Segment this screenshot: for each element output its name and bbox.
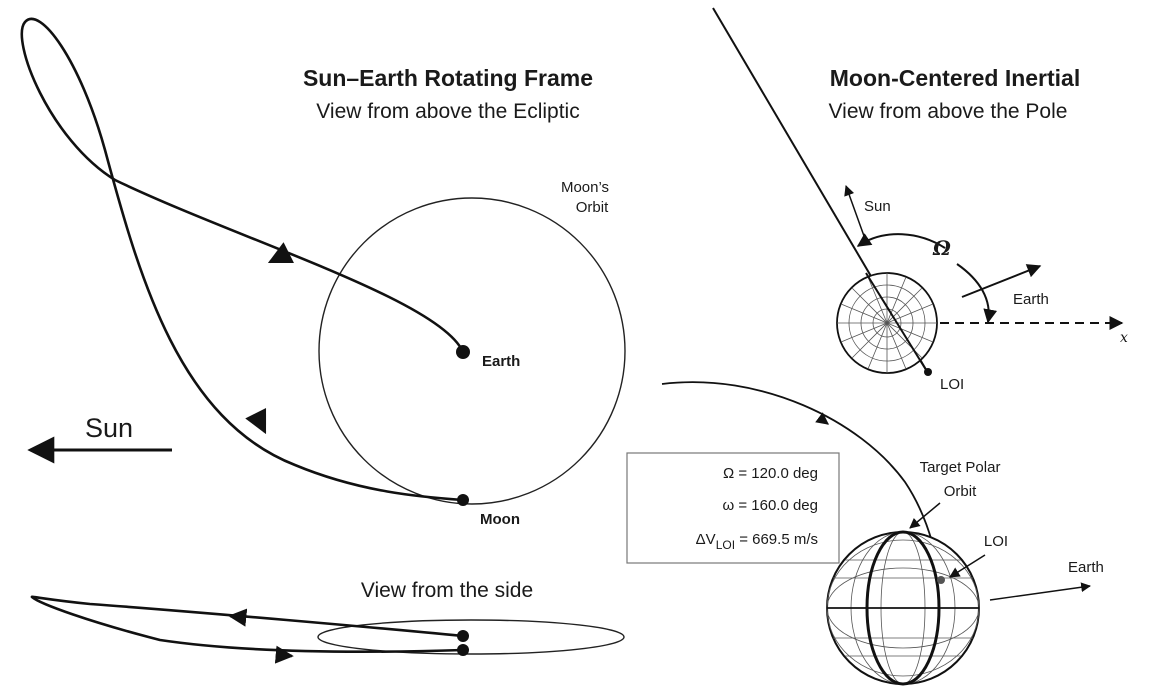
loi-pointer xyxy=(949,554,986,578)
trajectory-arrow-1 xyxy=(267,242,295,264)
dv-prefix: ΔV xyxy=(696,531,716,548)
loi-label-bottom: LOI xyxy=(984,533,1008,550)
rotating-frame-title: Sun–Earth Rotating Frame xyxy=(303,65,593,91)
moon-inertial-panel: Moon-Centered Inertial View from above t… xyxy=(626,7,1128,686)
sun-direction-label: Sun xyxy=(85,413,133,443)
argp-param: ω = 160.0 deg xyxy=(722,497,818,514)
side-view-moon-orbit xyxy=(317,619,625,655)
approach-arrow xyxy=(815,412,830,425)
omega-param: Ω = 120.0 deg xyxy=(723,465,818,482)
sun-small-arrow xyxy=(844,185,865,237)
loi-label-top: LOI xyxy=(940,376,964,393)
moon-label: Moon xyxy=(480,511,520,528)
side-arrow-1 xyxy=(228,608,248,627)
transfer-trajectory-top xyxy=(20,17,465,502)
transfer-trajectory-side xyxy=(30,595,464,653)
side-earth-dot xyxy=(457,630,469,642)
earth-arrow-bottom xyxy=(989,582,1091,601)
moon-dot xyxy=(457,494,469,506)
earth-label-top: Earth xyxy=(1013,291,1049,308)
moon-inertial-title: Moon-Centered Inertial xyxy=(830,65,1080,91)
moon-orbit-label-1: Moon’s xyxy=(561,179,609,196)
target-orbit-label-1: Target Polar xyxy=(920,459,1001,476)
omega-arc-end xyxy=(956,263,998,324)
side-view-label: View from the side xyxy=(361,579,533,602)
omega-arc xyxy=(856,233,946,249)
earth-arrow-top xyxy=(961,264,1042,298)
earth-label: Earth xyxy=(482,353,520,370)
moon-top-view xyxy=(836,272,938,376)
earth-label-bottom: Earth xyxy=(1068,559,1104,576)
omega-symbol: Ω xyxy=(932,236,951,260)
moon-globe xyxy=(826,530,980,686)
moon-orbit-label-2: Orbit xyxy=(576,199,609,216)
x-axis-label: x xyxy=(1120,330,1128,346)
dv-value: = 669.5 m/s xyxy=(735,531,818,548)
rotating-frame-subtitle: View from above the Ecliptic xyxy=(316,100,579,123)
parameters-box: Ω = 120.0 deg ω = 160.0 deg ΔVLOI = 669.… xyxy=(626,452,840,564)
dv-param: ΔVLOI = 669.5 m/s xyxy=(696,531,818,552)
dv-subscript: LOI xyxy=(716,538,735,552)
earth-dot xyxy=(456,345,470,359)
target-orbit-label-2: Orbit xyxy=(944,483,977,500)
moon-orbit-circle xyxy=(318,197,626,505)
trajectory-arrow-2 xyxy=(245,407,267,435)
sun-small-label: Sun xyxy=(864,198,891,215)
moon-inertial-subtitle: View from above the Pole xyxy=(829,100,1068,123)
side-moon-dot xyxy=(457,644,469,656)
side-arrow-2 xyxy=(274,645,294,664)
rotating-frame-panel: Sun–Earth Rotating Frame View from above… xyxy=(20,17,626,664)
target-polar-orbit xyxy=(865,530,941,686)
target-orbit-pointer xyxy=(909,502,941,529)
